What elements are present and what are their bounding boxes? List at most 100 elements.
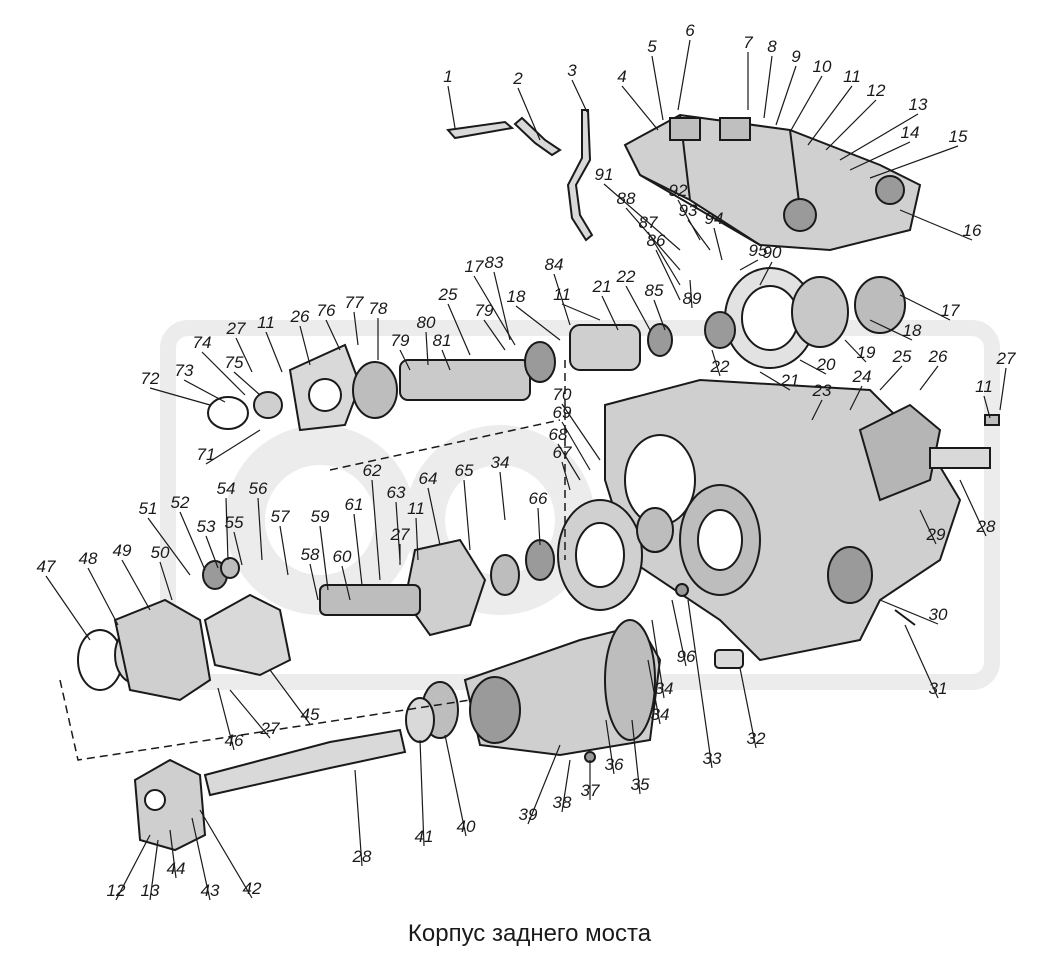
- rear-axle-housing: [604, 378, 991, 662]
- callout-26: 26: [928, 347, 948, 366]
- callout-32: 32: [747, 729, 766, 748]
- assembly-lines: [59, 360, 566, 761]
- leader-4: [621, 85, 659, 131]
- leader-2: [517, 87, 541, 141]
- callout-43: 43: [201, 881, 220, 900]
- callout-67: 67: [553, 443, 572, 462]
- leader-91: [603, 183, 681, 251]
- leader-43: [191, 817, 211, 901]
- leader-52: [179, 511, 206, 571]
- callout-57: 57: [271, 507, 290, 526]
- leader-92: [677, 199, 701, 241]
- leader-30: [879, 599, 939, 625]
- leader-47: [45, 575, 91, 641]
- callout-30: 30: [929, 605, 948, 624]
- callout-29: 29: [926, 525, 946, 544]
- diagram-caption: Корпус заднего моста: [407, 920, 652, 947]
- upper-left-shaft: [207, 341, 556, 432]
- leader-80: [425, 331, 429, 366]
- leader-64: [427, 487, 441, 546]
- leader-34b: [499, 471, 506, 521]
- leader-88: [625, 207, 681, 271]
- leader-21b: [601, 295, 619, 331]
- callout-41: 41: [415, 827, 434, 846]
- leader-16: [899, 209, 973, 241]
- callout-89: 89: [683, 289, 702, 308]
- leader-42: [199, 809, 253, 899]
- callout-18b: 18: [507, 287, 526, 306]
- leader-25: [879, 365, 903, 391]
- callout-86: 86: [647, 231, 666, 250]
- callout-75: 75: [225, 353, 244, 372]
- leader-93: [687, 219, 711, 251]
- leader-79b: [483, 319, 506, 351]
- callout-35: 35: [631, 775, 650, 794]
- middle-gears: [319, 499, 674, 637]
- leader-89: [689, 279, 693, 309]
- callout-42: 42: [243, 879, 262, 898]
- callout-69: 69: [553, 403, 572, 422]
- callout-22b: 22: [616, 267, 636, 286]
- callout-79: 79: [391, 331, 410, 350]
- leader-60: [341, 565, 351, 601]
- callout-34b: 34: [491, 453, 510, 472]
- leader-40: [444, 734, 467, 837]
- leader-1: [447, 85, 456, 129]
- callout-27c: 27: [390, 525, 410, 544]
- leader-13b: [149, 839, 159, 901]
- leader-19: [844, 339, 867, 363]
- leader-41: [419, 739, 425, 847]
- leader-96: [671, 599, 687, 667]
- linkage-parts: [446, 109, 594, 242]
- leader-10: [789, 75, 823, 133]
- leader-11: [807, 85, 853, 146]
- callout-3: 3: [567, 61, 577, 80]
- callout-18: 18: [903, 321, 922, 340]
- callout-17b: 17: [465, 257, 484, 276]
- leader-63: [395, 501, 401, 561]
- callout-84: 84: [545, 255, 564, 274]
- leader-81: [441, 349, 451, 371]
- callout-24: 24: [852, 367, 872, 386]
- leader-94: [713, 227, 723, 261]
- left-housings: [77, 557, 292, 702]
- callout-80: 80: [417, 313, 436, 332]
- leader-71: [205, 429, 261, 465]
- callout-38: 38: [553, 793, 572, 812]
- callout-11c: 11: [553, 285, 571, 304]
- callout-20: 20: [816, 355, 836, 374]
- leader-17: [899, 294, 951, 321]
- callout-27d: 27: [260, 719, 280, 738]
- callout-59: 59: [311, 507, 330, 526]
- callout-27b: 27: [226, 319, 246, 338]
- leader-67: [561, 461, 571, 491]
- leader-lines: [45, 39, 1007, 901]
- leader-48: [87, 567, 119, 626]
- callout-66: 66: [529, 489, 548, 508]
- callout-37: 37: [581, 781, 600, 800]
- callout-25: 25: [892, 347, 912, 366]
- leader-73: [183, 379, 226, 403]
- callout-26b: 26: [290, 307, 310, 326]
- leader-53: [205, 535, 219, 569]
- leader-65: [463, 479, 471, 551]
- callout-54: 54: [217, 479, 236, 498]
- callout-91: 91: [595, 165, 614, 184]
- callout-95: 95: [749, 241, 768, 260]
- leader-36: [605, 719, 615, 775]
- leader-5: [651, 55, 664, 121]
- leader-11e: [983, 395, 991, 419]
- leader-83: [493, 271, 511, 341]
- callout-14: 14: [901, 123, 920, 142]
- callout-2: 2: [512, 69, 523, 88]
- callout-10: 10: [813, 57, 832, 76]
- leader-27d: [229, 689, 271, 739]
- callout-78: 78: [369, 299, 388, 318]
- callout-33: 33: [703, 749, 722, 768]
- callout-8: 8: [767, 37, 777, 56]
- callout-6: 6: [685, 21, 695, 40]
- leader-22: [711, 349, 721, 377]
- callout-11e: 11: [975, 377, 993, 396]
- leader-74: [201, 351, 246, 396]
- leader-35: [631, 719, 641, 795]
